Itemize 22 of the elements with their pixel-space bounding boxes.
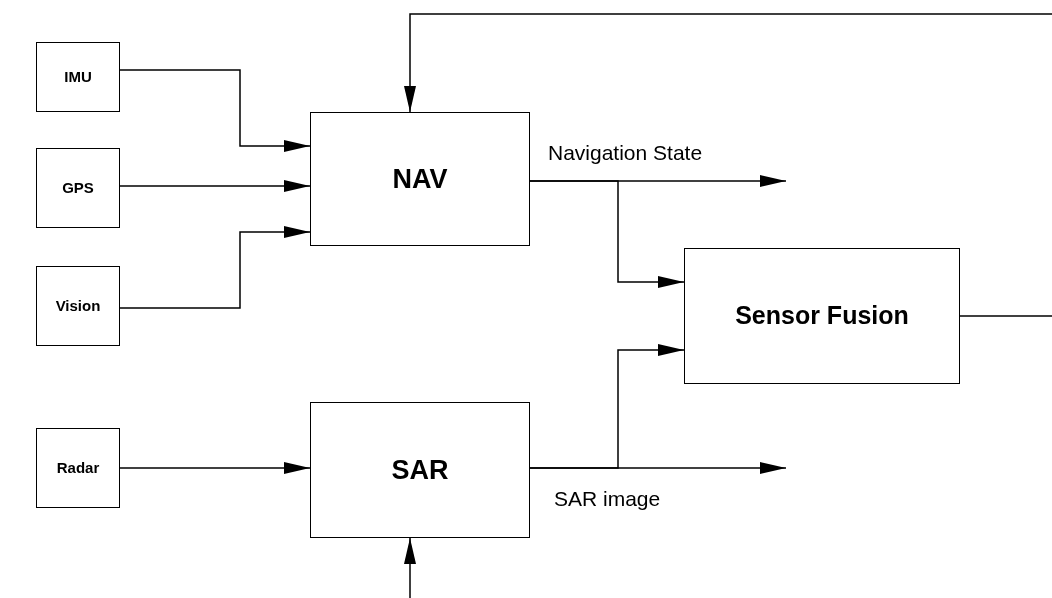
- box-label: IMU: [64, 66, 92, 87]
- box-label: NAV: [392, 162, 448, 196]
- arrow: [529, 344, 685, 469]
- process-box: [310, 402, 530, 538]
- process-box: [36, 148, 120, 228]
- arrow: [119, 462, 311, 474]
- arrow: [119, 69, 311, 152]
- box-label: Radar: [56, 457, 100, 478]
- arrow: [119, 180, 311, 192]
- arrow: [529, 180, 685, 288]
- arrow: [119, 226, 311, 309]
- box-label: Vision: [55, 295, 101, 316]
- process-box: [310, 112, 530, 246]
- process-box: [36, 266, 120, 346]
- process-box: [684, 248, 960, 384]
- box-label: SAR: [391, 453, 449, 487]
- arrow: [404, 13, 1052, 113]
- process-box: [36, 428, 120, 508]
- process-box: [36, 42, 120, 112]
- box-label: Sensor Fusion: [735, 300, 909, 332]
- arrow: [404, 537, 416, 598]
- box-label: GPS: [62, 177, 94, 198]
